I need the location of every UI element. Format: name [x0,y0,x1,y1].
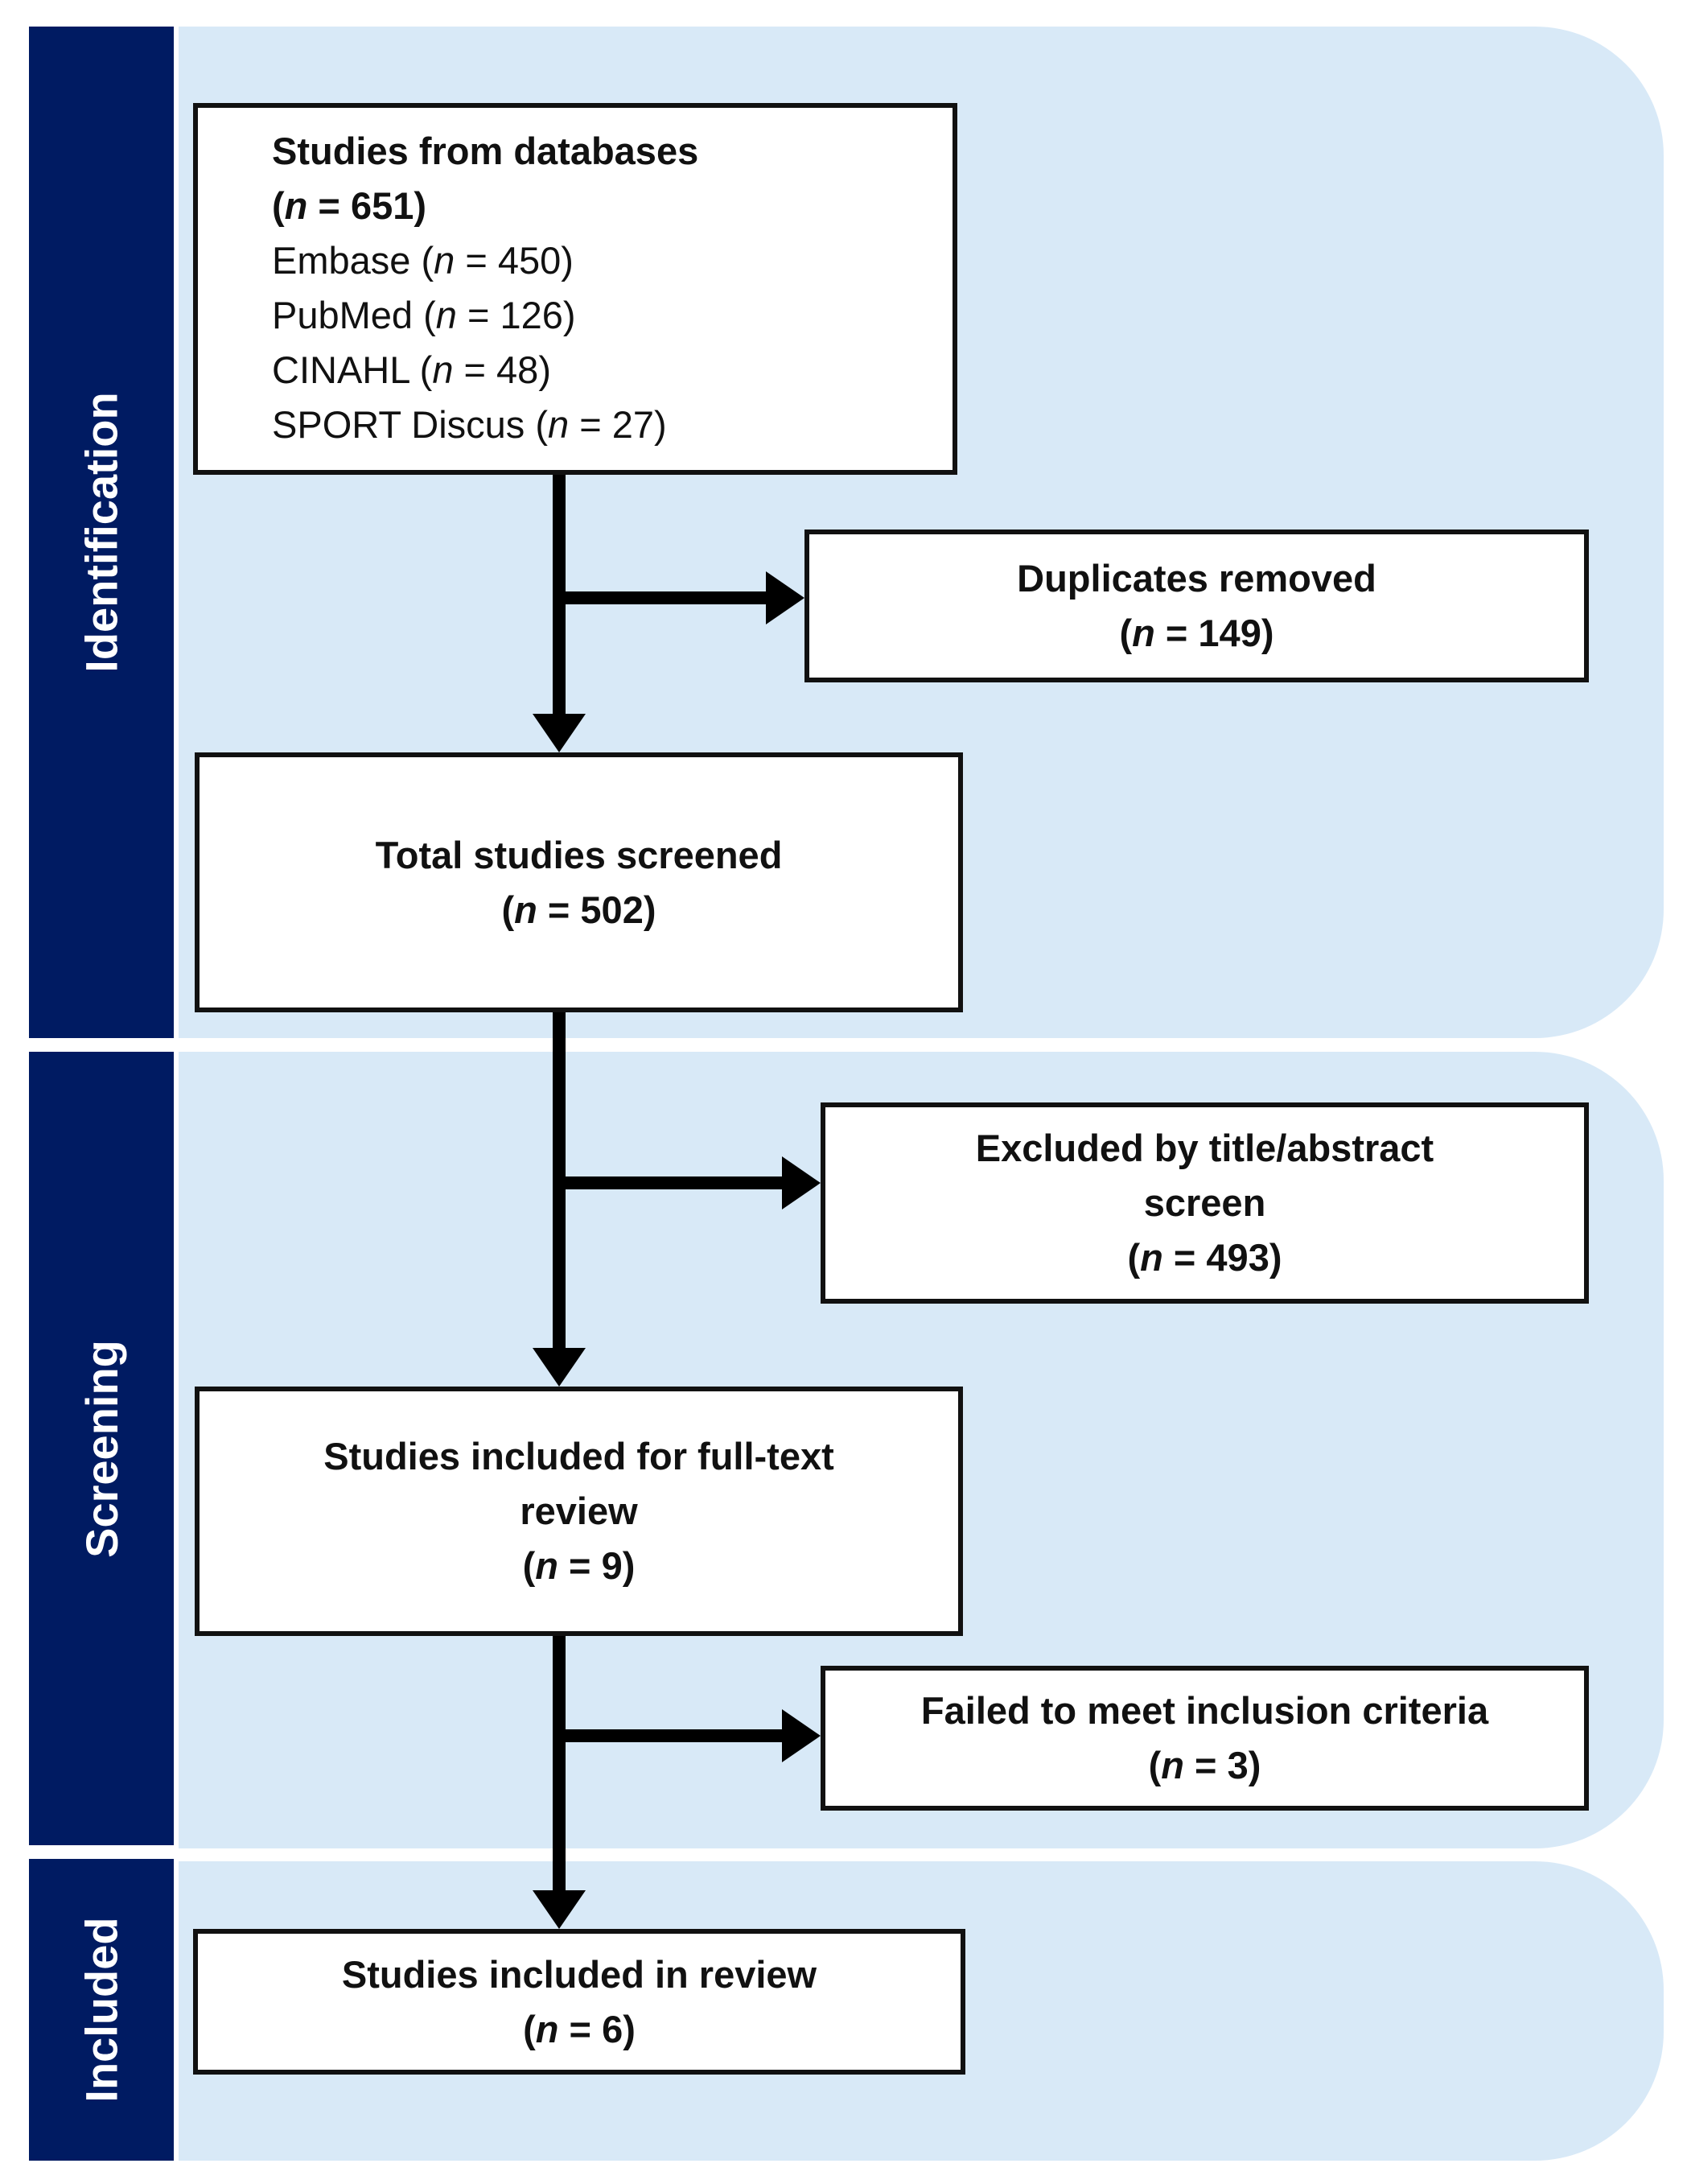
arrowhead-into-total-screened [533,714,586,752]
box-text-line: SPORT Discus (n = 27) [272,403,667,446]
box-text-line: (n = 149) [1119,612,1274,654]
total-screened-box: Total studies screened (n = 502) [195,752,963,1012]
included-label-wrap: Included [29,1859,174,2161]
arrowhead-into-excluded [782,1156,821,1209]
identification-sidebar-bar [29,27,174,1038]
screening-sidebar-bar [29,1052,174,1845]
box-text-line: Studies included in review [341,1952,817,1996]
arrowhead-into-duplicates [766,571,804,624]
box-text-line: Duplicates removed [1017,557,1376,600]
box-text-line: review [520,1490,638,1532]
box-text-line: Excluded by title/abstract [975,1127,1434,1169]
arrow-line-to-duplicates [553,591,766,604]
box-text-line: (n = 493) [1127,1236,1282,1279]
databases-box: Studies from databases (n = 651) Embase (n… [193,103,957,475]
box-text-line: Studies from databases [272,130,699,172]
box-text-line: Failed to meet inclusion criteria [920,1689,1489,1732]
fulltext-review-box: Studies included for full-text review (n =… [195,1387,963,1636]
arrowhead-into-included [533,1890,586,1929]
failed-inclusion-box: Failed to meet inclusion criteria (n = 3) [821,1666,1589,1811]
box-text-line: (n = 6) [523,2007,636,2050]
box-text-line: Studies included for full-text [323,1435,834,1477]
screening-phase-label: Screening [76,1339,127,1558]
box-text-line: Total studies screened [375,833,783,876]
box-text-line: screen [1143,1181,1266,1224]
arrowhead-into-fulltext [533,1348,586,1387]
box-text-line: CINAHL (n = 48) [272,348,551,391]
box-text-line: (n = 9) [522,1544,636,1587]
included-review-box: Studies included in review (n = 6) [193,1929,965,2075]
identification-label-wrap: Identification [29,27,174,1038]
duplicates-removed-box: Duplicates removed (n = 149) [804,530,1589,682]
included-sidebar-bar [29,1859,174,2161]
identification-phase-label: Identification [76,392,127,673]
arrow-line-to-failed [553,1729,782,1742]
screening-label-wrap: Screening [29,1052,174,1845]
box-text-line: PubMed (n = 126) [272,294,576,336]
box-text-line: (n = 502) [501,888,656,931]
box-text-line: Embase (n = 450) [272,239,574,282]
arrow-line-fulltext-to-included [553,1634,566,1891]
arrowhead-into-failed [782,1709,821,1762]
box-text-line: (n = 651) [272,184,427,227]
included-phase-label: Included [76,1917,127,2103]
excluded-title-abstract-box: Excluded by title/abstract screen (n = 493… [821,1102,1589,1304]
box-text-line: (n = 3) [1148,1744,1261,1786]
arrow-line-to-excluded [553,1176,782,1189]
